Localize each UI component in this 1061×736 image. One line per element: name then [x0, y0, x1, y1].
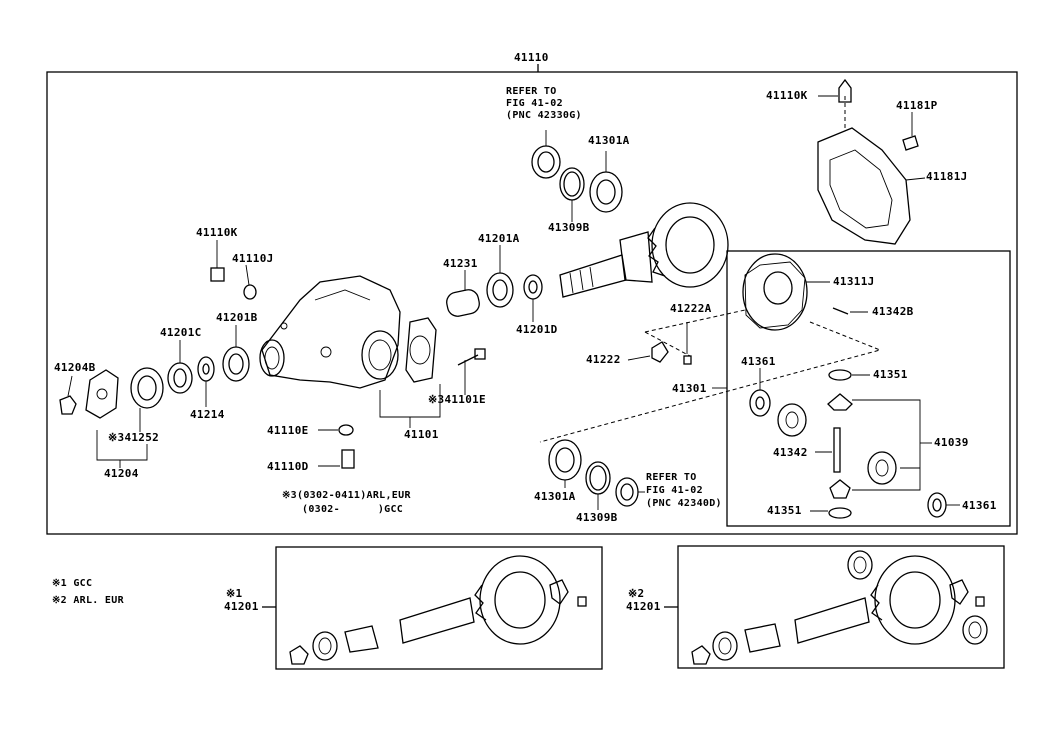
bolt-41222a — [683, 322, 692, 365]
label-41101: 41101 — [404, 428, 439, 441]
washer-41110j — [243, 264, 257, 300]
diff-case-41311j — [742, 253, 830, 331]
pinion-gear-bottom — [829, 479, 851, 499]
plug-41110d — [318, 449, 355, 469]
label-41361-top: 41361 — [741, 355, 776, 368]
label-41204: 41204 — [104, 467, 139, 480]
label-41342b: 41342B — [872, 305, 914, 318]
rear-cover-41181j — [817, 78, 926, 245]
label-41201c: 41201C — [160, 326, 202, 339]
nut-41110k-left — [210, 240, 225, 282]
label-41201b: 41201B — [216, 311, 258, 324]
label-41222: 41222 — [586, 353, 621, 366]
washer-41214 — [197, 356, 215, 407]
label-41301: 41301 — [672, 382, 707, 395]
label-41181j: 41181J — [926, 170, 968, 183]
label-41252: ※341252 — [108, 431, 160, 444]
spacer-41309b-bottom — [585, 461, 611, 510]
label-41110d: 41110D — [267, 460, 309, 473]
kit1-number: 41201 — [224, 600, 259, 613]
thrust-washer-41361-bottom — [927, 492, 960, 518]
label-41110k-right: 41110K — [766, 89, 808, 102]
label-41201a: 41201A — [478, 232, 520, 245]
lock-plate-41222 — [627, 341, 669, 363]
label-41361-bottom: 41361 — [962, 499, 997, 512]
label-41201d: 41201D — [516, 323, 558, 336]
spacer-41309b-top — [559, 167, 585, 222]
washer-41351-bottom — [810, 507, 852, 519]
label-41231: 41231 — [443, 257, 478, 270]
label-41342: 41342 — [773, 446, 808, 459]
label-41110k-left: 41110K — [196, 226, 238, 239]
note3-line1: ※3(0302-0411)ARL,EUR — [282, 490, 411, 501]
kit2-parts — [691, 550, 988, 665]
refer-top-line3: (PNC 42330G) — [506, 110, 582, 121]
oil-seal-41201b — [222, 325, 250, 382]
label-41214: 41214 — [190, 408, 225, 421]
washer-41351-top — [828, 369, 870, 381]
oil-seal-bottom — [615, 477, 645, 507]
note3-line2: (0302- )GCC — [302, 504, 404, 515]
label-41301a-top: 41301A — [588, 134, 630, 147]
label-41204b: 41204B — [54, 361, 96, 374]
label-41181p: 41181P — [896, 99, 938, 112]
label-41309b-bottom: 41309B — [576, 511, 618, 524]
bolt-41101e — [457, 348, 486, 395]
refer-bottom-line1: REFER TO — [646, 472, 697, 483]
label-41301a-bottom: 41301A — [534, 490, 576, 503]
kit1-frame — [275, 546, 603, 670]
kit1-parts — [289, 555, 587, 665]
refer-bottom-line2: FIG 41-02 — [646, 485, 703, 496]
main-assembly-frame — [46, 71, 1018, 535]
differential-frame — [726, 250, 1011, 527]
label-41110e: 41110E — [267, 424, 309, 437]
bearing-41201c — [167, 340, 193, 394]
refer-top-line2: FIG 41-02 — [506, 98, 563, 109]
label-41311j: 41311J — [833, 275, 875, 288]
label-41110: 41110 — [514, 51, 549, 64]
label-41309b-top: 41309B — [548, 221, 590, 234]
bearing-41301a-top — [589, 151, 623, 213]
side-gear-left — [777, 403, 807, 437]
oil-seal-top — [531, 130, 561, 179]
nut-41204b — [59, 375, 77, 415]
label-41222a: 41222A — [670, 302, 712, 315]
kit2-number: 41201 — [626, 600, 661, 613]
ring-gear-pinion — [559, 202, 729, 298]
shaft-41342 — [815, 427, 841, 473]
pin-41342b — [832, 307, 868, 315]
label-41351-top: 41351 — [873, 368, 908, 381]
gasket-41110e — [318, 424, 354, 436]
spacer-41231 — [446, 270, 480, 317]
refer-bottom-line3: (PNC 42340D) — [646, 498, 722, 509]
side-gear-right — [867, 451, 897, 485]
refer-top-line1: REFER TO — [506, 86, 557, 97]
label-41101e: ※341101E — [428, 393, 486, 406]
label-41351-bottom: 41351 — [767, 504, 802, 517]
carrier-housing-41101 — [259, 275, 437, 389]
bearing-41201a — [486, 245, 514, 308]
companion-flange-41204 — [85, 367, 164, 432]
kit1-mark: ※1 — [226, 587, 243, 600]
kit2-mark: ※2 — [628, 587, 645, 600]
label-41110j: 41110J — [232, 252, 274, 265]
bearing-41301a-bottom — [548, 439, 582, 488]
washer-41201d — [523, 274, 543, 322]
thrust-washer-41361-top — [749, 368, 771, 417]
label-41039: 41039 — [934, 436, 969, 449]
legend-1: ※1 GCC — [52, 578, 93, 589]
legend-2: ※2 ARL. EUR — [52, 595, 124, 606]
pinion-gear-top — [827, 393, 853, 411]
